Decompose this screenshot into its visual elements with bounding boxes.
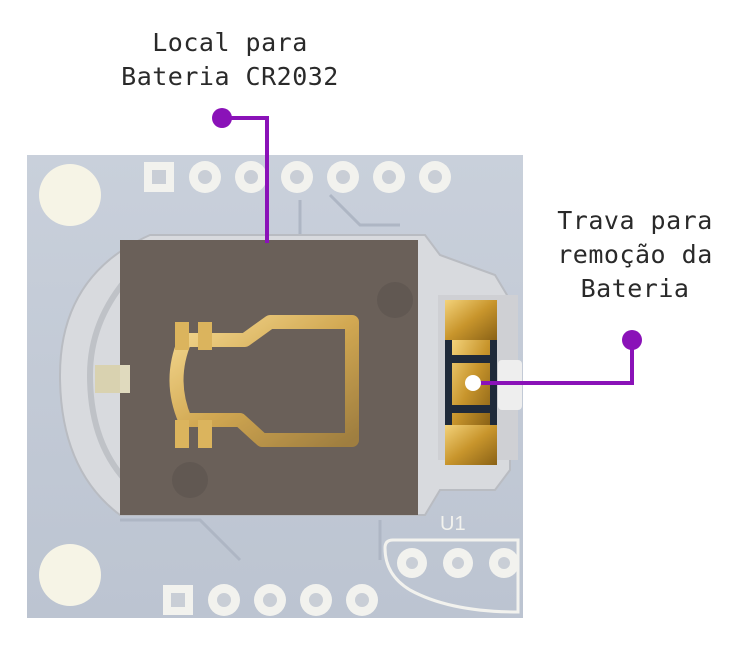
callout-battery-line1: Local para: [152, 28, 308, 57]
callout-latch-line2: remoção da: [557, 240, 713, 269]
mounting-hole-top: [39, 164, 101, 226]
top-header-pins: [144, 161, 451, 193]
u1-footprint: [383, 538, 520, 614]
mounting-hole-bottom: [39, 544, 101, 606]
callout-latch-line1: Trava para: [557, 206, 713, 235]
battery-highlight-overlay: [120, 240, 418, 515]
callout-latch-dot: [622, 330, 642, 350]
callout-latch-line3: Bateria: [580, 274, 690, 303]
callout-battery-slot: [212, 108, 269, 243]
battery-contact-spring: [128, 315, 359, 448]
callout-label-latch: Trava para remoção da Bateria: [535, 204, 735, 306]
callout-battery-line2: Bateria CR2032: [121, 62, 339, 91]
callout-latch: [465, 330, 642, 391]
pcb-traces: [120, 193, 400, 562]
callout-battery-dot: [212, 108, 232, 128]
callout-label-battery-slot: Local para Bateria CR2032: [80, 26, 380, 94]
bottom-header-pins: [163, 584, 378, 616]
u1-silkscreen-label: U1: [440, 513, 466, 535]
